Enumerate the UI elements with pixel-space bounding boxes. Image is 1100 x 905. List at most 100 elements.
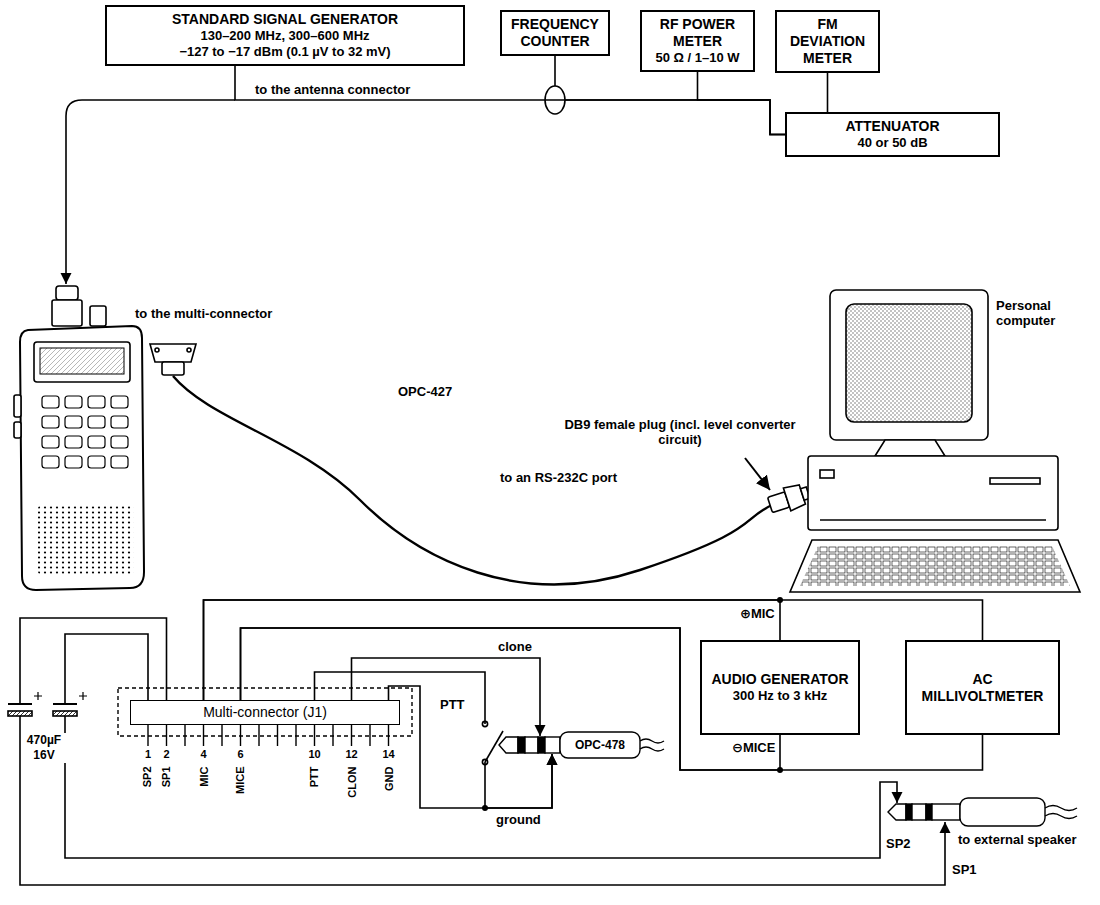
speaker-wire	[20, 618, 167, 704]
cable-plug	[173, 376, 772, 584]
signal-wire	[204, 600, 781, 700]
plug-outline	[538, 737, 545, 753]
connector-pin	[295, 725, 296, 746]
component-value: 470µF 16V	[22, 733, 66, 763]
speaker-plug	[912, 804, 926, 820]
connector-pin	[240, 725, 241, 746]
plug-outline	[499, 737, 518, 753]
transceiver	[52, 300, 82, 326]
transceiver	[40, 348, 124, 374]
box-spec: 300 Hz to 3 kHz	[708, 688, 852, 704]
cable-plug	[155, 348, 159, 352]
pin-name: PTT	[308, 766, 321, 787]
coax-cable	[66, 100, 235, 284]
speaker-wire	[20, 716, 945, 885]
personal-computer	[830, 290, 988, 440]
plug-outline	[545, 737, 560, 753]
transceiver	[42, 456, 59, 468]
signal-name: ⊕MIC	[740, 606, 775, 621]
transceiver	[90, 306, 106, 326]
connector-pin	[258, 725, 259, 746]
personal-computer	[790, 540, 1080, 592]
box-title: Multi-connector (J1)	[137, 702, 393, 723]
transceiver	[111, 416, 128, 428]
signal-wire	[698, 72, 786, 135]
transceiver	[14, 286, 144, 590]
personal-computer	[846, 304, 972, 422]
cable-name: OPC-427	[398, 384, 452, 399]
instrument-box: FM DEVIATION METER	[775, 10, 880, 73]
signal-wire	[235, 66, 785, 135]
connector-pin	[314, 725, 315, 746]
pin-number: 10	[309, 748, 321, 761]
transceiver	[111, 396, 128, 408]
box-spec: −127 to −17 dBm (0.1 µV to 32 mV)	[113, 44, 457, 60]
leader-arrow	[745, 458, 770, 490]
pin-name: MIC	[197, 766, 210, 786]
personal-computer	[790, 290, 1080, 592]
instrument-box: AC MILLIVOLTMETER	[905, 640, 1060, 735]
signal-wire	[241, 628, 983, 770]
box-title: ATTENUATOR	[793, 118, 992, 135]
speaker-wire	[65, 634, 148, 704]
speaker-plug	[960, 798, 1045, 826]
transceiver	[14, 422, 21, 438]
personal-computer	[820, 470, 834, 478]
transceiver	[14, 395, 21, 417]
speaker-plug	[888, 798, 1077, 826]
signal-wire	[204, 600, 983, 700]
plug-outline	[560, 732, 640, 758]
callout-text: to an RS-232C port	[500, 470, 617, 485]
speaker-plug	[932, 804, 960, 820]
callout-text: to the multi-connector	[135, 306, 272, 321]
cable-plug	[150, 344, 772, 584]
pin-name: CLON	[345, 766, 358, 797]
box-title: RF POWER METER	[648, 16, 747, 50]
plug-outline	[640, 739, 664, 751]
transceiver	[42, 396, 59, 408]
transceiver	[65, 416, 82, 428]
transceiver	[65, 456, 82, 468]
transceiver	[20, 326, 144, 590]
connector-pin	[369, 725, 370, 746]
cable-plug	[187, 348, 191, 352]
personal-computer	[800, 546, 1070, 586]
box-title: AUDIO GENERATOR	[708, 671, 852, 688]
transceiver	[34, 342, 130, 382]
connector-outline	[118, 688, 412, 736]
connector-pin	[351, 725, 352, 746]
connector-pin	[148, 725, 389, 746]
part-name: Personal computer	[996, 298, 1092, 328]
cable-plug	[162, 362, 184, 375]
transceiver	[111, 436, 128, 448]
pin-number: 4	[201, 748, 207, 761]
pin-name: SP2	[141, 766, 154, 787]
signal-wire	[315, 672, 553, 808]
pin-number: 12	[346, 748, 358, 761]
pin-name: SP1	[160, 766, 173, 787]
db9-plug	[766, 481, 811, 516]
pin-number: 6	[238, 748, 244, 761]
instrument-box: FREQUENCY COUNTER	[500, 10, 610, 56]
signal-name: SP2	[886, 836, 911, 851]
connector-pin	[388, 725, 389, 746]
wire-label: PTT	[440, 698, 465, 712]
transceiver	[88, 456, 105, 468]
personal-computer	[990, 478, 1040, 484]
cable-plug	[150, 344, 196, 362]
plug-connector: OPC-478	[498, 731, 665, 759]
capacitor-symbol	[34, 692, 87, 700]
wire-label: ground	[496, 813, 541, 827]
connector-pin	[147, 725, 148, 746]
box-title: OPC-478	[560, 731, 640, 759]
transceiver	[88, 396, 105, 408]
box-spec: 50 Ω / 1–10 W	[648, 50, 747, 66]
pin-name: MICE	[234, 766, 247, 794]
box-title: AC MILLIVOLTMETER	[913, 671, 1052, 705]
capacitor-symbol	[8, 711, 32, 716]
speaker-plug	[926, 804, 932, 820]
pin-name: GND	[382, 766, 395, 790]
coax-cable	[66, 86, 565, 284]
instrument-box: STANDARD SIGNAL GENERATOR130–200 MHz, 30…	[105, 5, 465, 66]
signal-wire	[389, 686, 553, 808]
